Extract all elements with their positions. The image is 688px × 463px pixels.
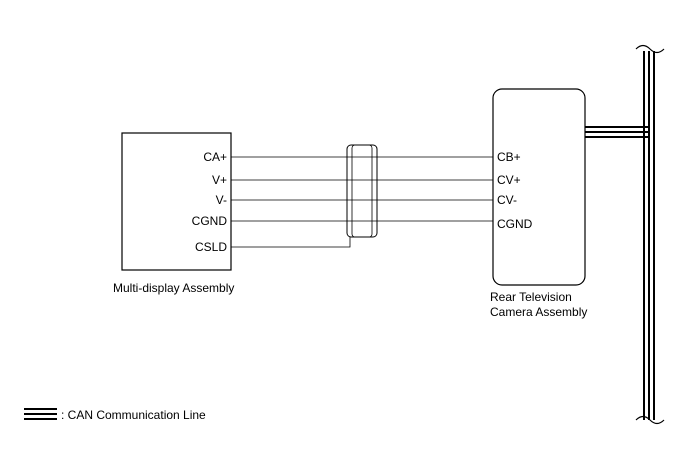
wire-csld-shield: [231, 237, 351, 248]
can-bus-trunk: [635, 44, 665, 425]
left-pin-cgnd: CGND: [192, 214, 228, 228]
right-pin-cv-plus: CV+: [497, 173, 521, 187]
right-pin-cv-minus: CV-: [497, 193, 517, 207]
right-pin-cgnd: CGND: [497, 217, 533, 231]
rear-camera-assembly-box: [492, 88, 586, 286]
rear-camera-assembly-label-line1: Rear Television: [490, 290, 572, 304]
rear-camera-assembly-label-line2: Camera Assembly: [490, 305, 587, 319]
can-bus-branch: [585, 126, 649, 138]
left-pin-csld: CSLD: [195, 240, 227, 254]
left-pin-v-plus: V+: [212, 173, 227, 187]
shield-symbol: [346, 144, 378, 238]
left-pin-ca-plus: CA+: [203, 150, 227, 164]
left-pin-v-minus: V-: [216, 193, 227, 207]
multi-display-assembly-box: [121, 132, 232, 271]
can-line-legend-symbol: [24, 408, 57, 420]
right-pin-cb-plus: CB+: [497, 150, 521, 164]
can-line-legend-label: : CAN Communication Line: [61, 408, 206, 422]
multi-display-assembly-label: Multi-display Assembly: [113, 281, 234, 295]
shield-symbol-inner: [351, 144, 373, 238]
